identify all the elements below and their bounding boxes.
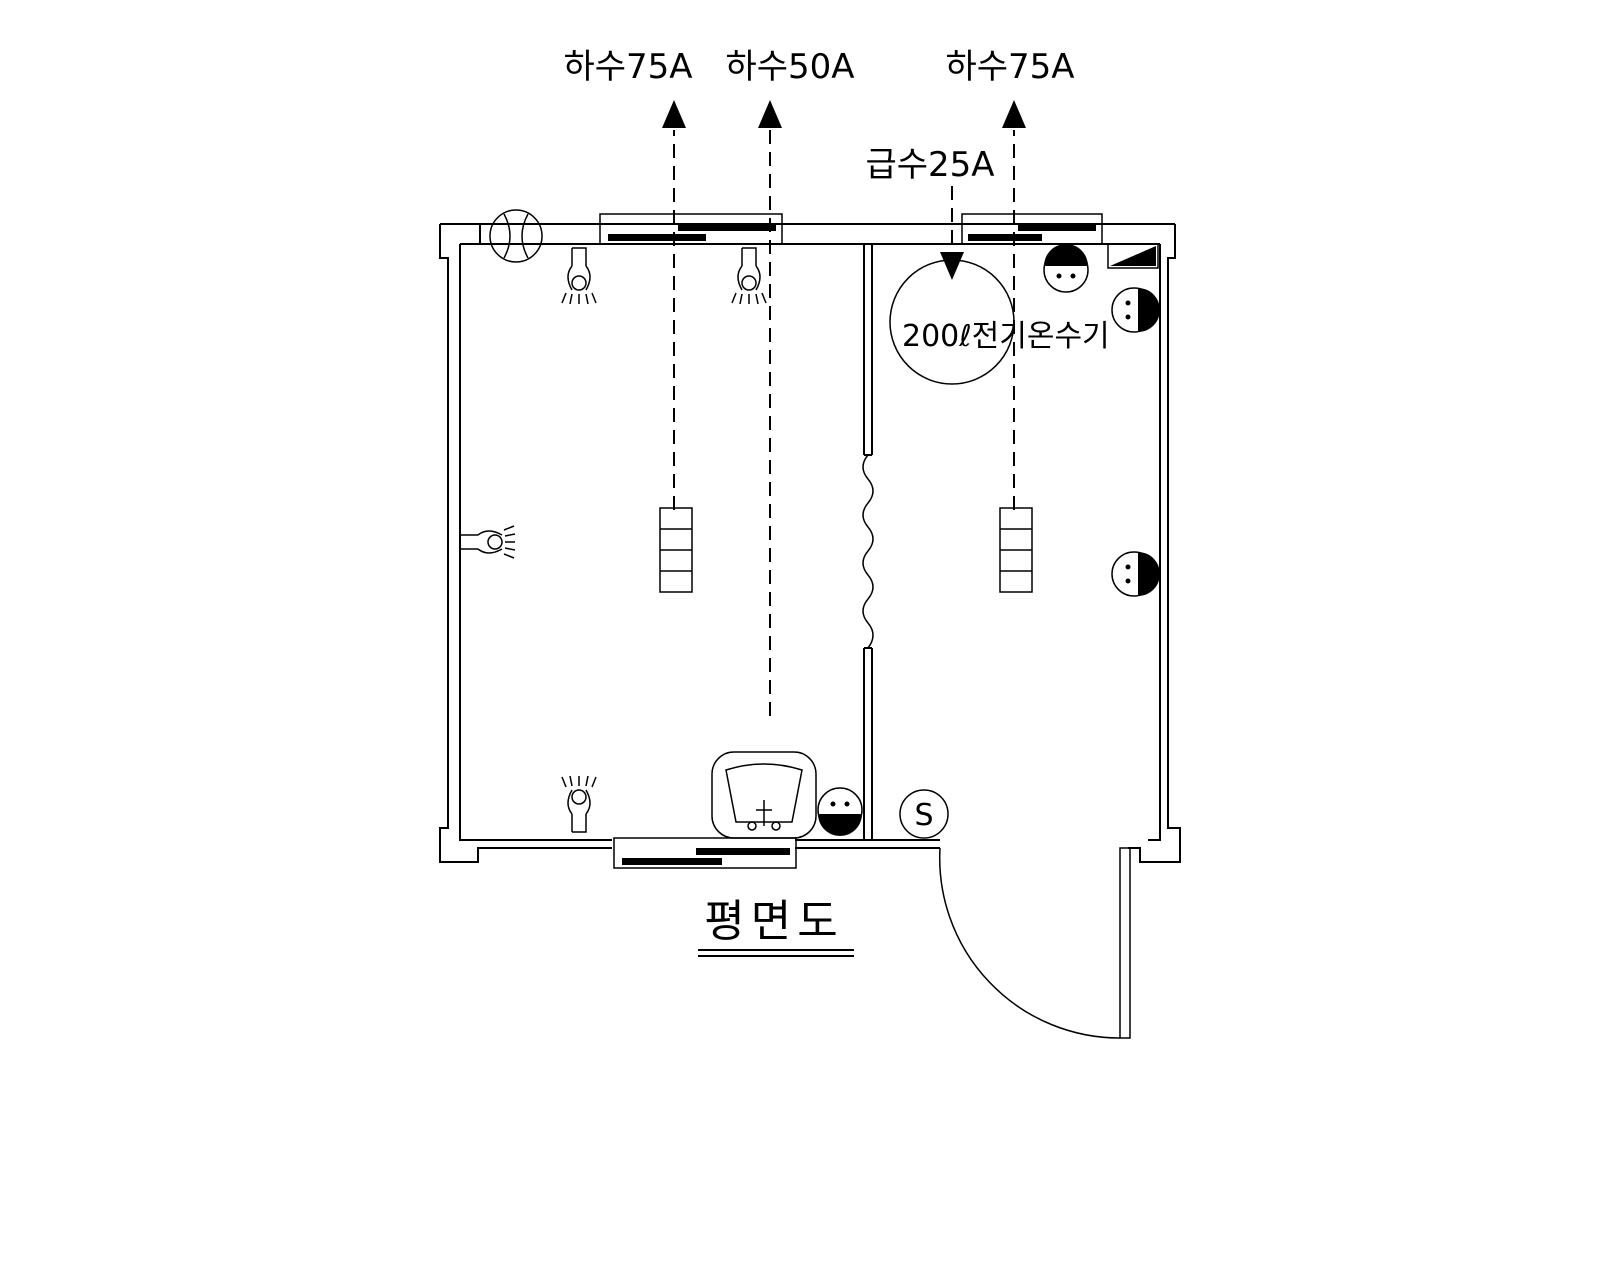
outlet-icon bbox=[1111, 551, 1160, 597]
water-supply-label: 급수25A bbox=[865, 145, 994, 185]
drain-pipe-mid bbox=[758, 100, 782, 716]
drain-label-mid: 하수50A bbox=[725, 47, 854, 87]
drain-label-right: 하수75A bbox=[945, 47, 1074, 87]
drawing-title: 평면도 bbox=[704, 896, 843, 947]
switch-label: S bbox=[914, 798, 933, 833]
vent-fan-icon bbox=[489, 209, 543, 263]
drain-pipe-left bbox=[662, 100, 686, 510]
shower-head-icon bbox=[561, 247, 597, 305]
shower-head-icon bbox=[460, 525, 516, 559]
outlet-icon bbox=[1043, 244, 1089, 293]
drain-label-left: 하수75A bbox=[563, 47, 692, 87]
wash-basin-icon bbox=[711, 751, 817, 839]
water-supply-pipe bbox=[940, 186, 964, 280]
window-bottom bbox=[613, 837, 797, 869]
corner-marker-icon bbox=[1107, 243, 1159, 269]
electric-water-heater bbox=[889, 259, 1015, 385]
switch-icon bbox=[899, 789, 949, 839]
outlet-icon bbox=[1111, 287, 1160, 333]
window-top-left bbox=[599, 213, 783, 245]
entry-door bbox=[938, 847, 1140, 1039]
floor-drain-left bbox=[659, 507, 693, 593]
outlet-icon bbox=[817, 787, 863, 836]
title-underline bbox=[698, 949, 854, 957]
drain-pipe-right bbox=[1002, 100, 1026, 510]
exterior-walls bbox=[439, 223, 1181, 863]
window-top-right bbox=[961, 213, 1103, 245]
floor-drain-right bbox=[999, 507, 1033, 593]
shower-head-icon bbox=[561, 775, 597, 833]
water-heater-label: 200ℓ전기온수기 bbox=[902, 319, 1110, 354]
shower-head-icon bbox=[731, 247, 767, 305]
